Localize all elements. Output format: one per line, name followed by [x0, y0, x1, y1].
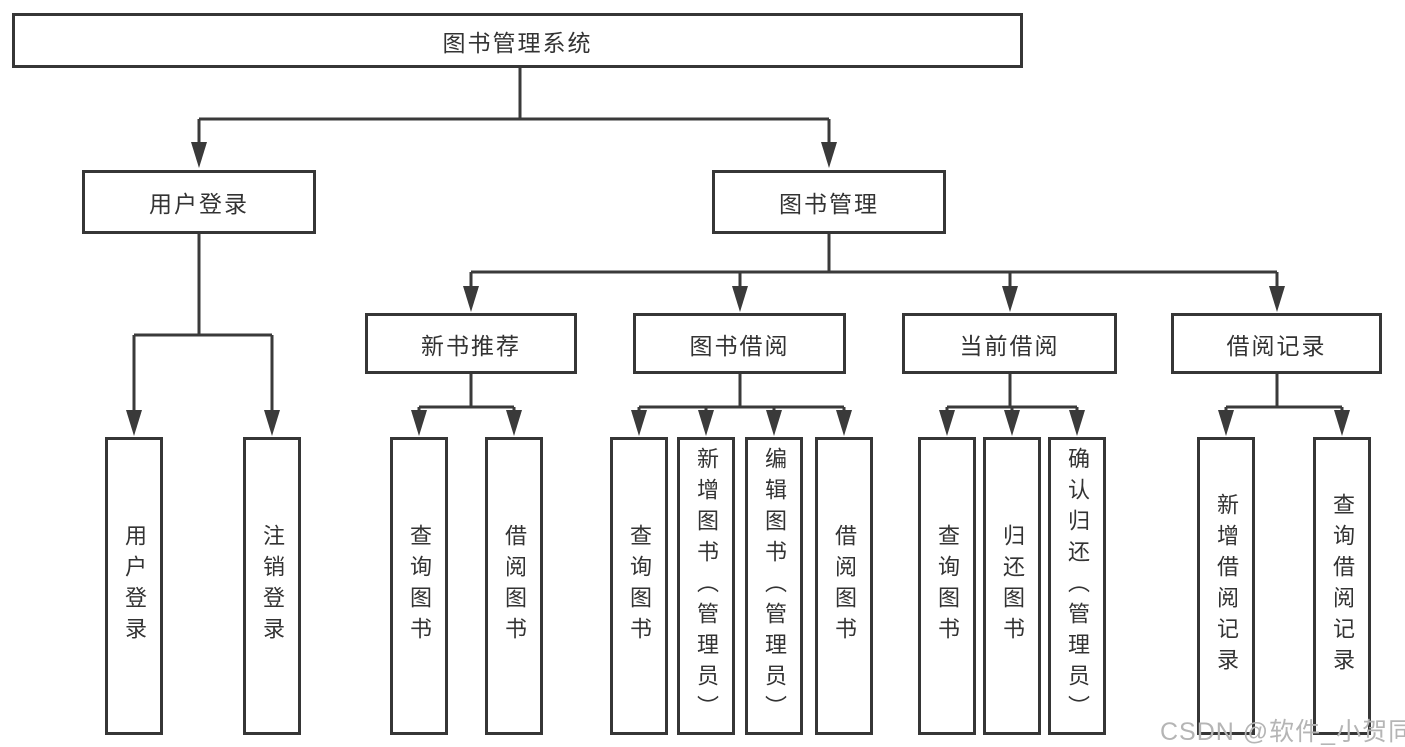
node-leaf-confirm-return-admin: 确认归还（管理员） [1048, 437, 1106, 735]
node-current-borrow: 当前借阅 [902, 313, 1117, 374]
node-leaf-query-book-borrow: 查询图书 [610, 437, 668, 735]
arrow-icon [126, 410, 142, 436]
arrow-icon [1069, 410, 1085, 436]
node-leaf-borrow-book-borrow: 借阅图书 [815, 437, 873, 735]
arrow-icon [821, 142, 837, 168]
arrow-icon [1002, 286, 1018, 312]
arrow-icon [631, 410, 647, 436]
arrow-icon [1004, 410, 1020, 436]
arrow-icon [1334, 410, 1350, 436]
node-leaf-query-book-recommend: 查询图书 [390, 437, 448, 735]
arrowheads [126, 142, 1350, 436]
arrow-icon [1269, 286, 1285, 312]
arrow-icon [766, 410, 782, 436]
arrow-icon [939, 410, 955, 436]
arrow-icon [1218, 410, 1234, 436]
node-leaf-edit-book-admin: 编辑图书（管理员） [745, 437, 803, 735]
node-book-borrow: 图书借阅 [633, 313, 846, 374]
node-leaf-query-book-current: 查询图书 [918, 437, 976, 735]
node-leaf-user-login: 用户登录 [105, 437, 163, 735]
node-user-login: 用户登录 [82, 170, 316, 234]
node-leaf-logout-login: 注销登录 [243, 437, 301, 735]
node-book-management: 图书管理 [712, 170, 946, 234]
arrow-icon [264, 410, 280, 436]
arrow-icon [732, 286, 748, 312]
node-leaf-add-book-admin: 新增图书（管理员） [677, 437, 735, 735]
arrow-icon [191, 142, 207, 168]
node-leaf-add-borrow-record: 新增借阅记录 [1197, 437, 1255, 735]
node-borrow-record: 借阅记录 [1171, 313, 1382, 374]
node-leaf-return-book: 归还图书 [983, 437, 1041, 735]
node-root: 图书管理系统 [12, 13, 1023, 68]
node-leaf-query-borrow-record: 查询借阅记录 [1313, 437, 1371, 735]
arrow-icon [836, 410, 852, 436]
node-leaf-borrow-book-recommend: 借阅图书 [485, 437, 543, 735]
arrow-icon [698, 410, 714, 436]
arrow-icon [506, 410, 522, 436]
arrow-icon [463, 286, 479, 312]
node-new-book-recommend: 新书推荐 [365, 313, 577, 374]
watermark: CSDN @软件_小贺同学 [1160, 718, 1405, 746]
arrow-icon [411, 410, 427, 436]
